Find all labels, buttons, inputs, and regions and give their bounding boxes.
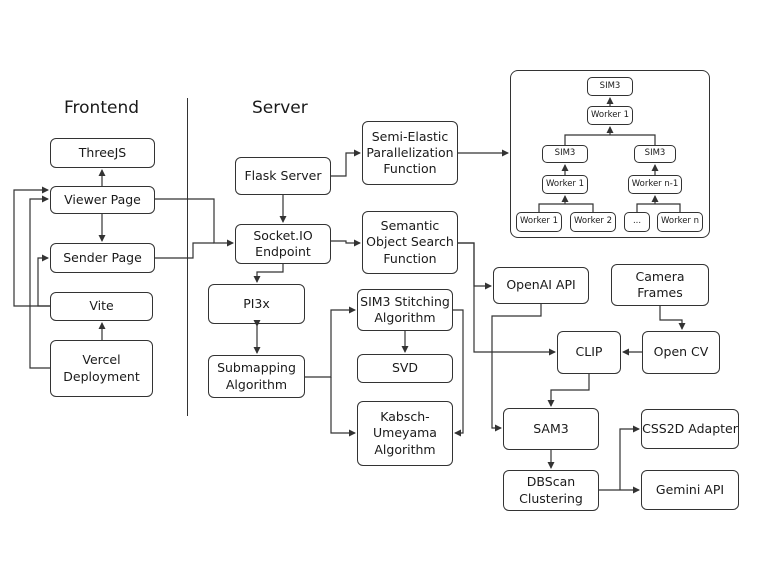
sender-to-socketio bbox=[155, 242, 214, 259]
vite-to-viewer bbox=[13, 186, 50, 307]
tree-worker-left: Worker 1 bbox=[542, 175, 588, 194]
tree-sim3-root: SIM3 bbox=[587, 77, 633, 96]
sim3-stitching-to-kabsch bbox=[453, 309, 464, 437]
worker-tree-panel bbox=[510, 70, 710, 238]
submapping-algorithm-node: Submapping Algorithm bbox=[208, 355, 305, 398]
semi-elastic-parallelization-node: Semi-Elastic Parallelization Function bbox=[362, 121, 458, 185]
tree-leaf-worker-2: Worker 2 bbox=[570, 212, 616, 232]
frontend-title: Frontend bbox=[64, 98, 140, 118]
tree-leaf-worker-1: Worker 1 bbox=[516, 212, 562, 232]
vite-node: Vite bbox=[50, 292, 153, 321]
socketio-to-pi3x bbox=[253, 264, 284, 283]
submapping-to-sim3-stitching bbox=[305, 306, 356, 378]
viewer-to-socketio bbox=[155, 198, 234, 247]
dbscan-clustering-node: DBScan Clustering bbox=[503, 470, 599, 511]
tree-worker-top: Worker 1 bbox=[587, 106, 633, 125]
vite-to-sender bbox=[37, 254, 50, 307]
semantic-to-openai bbox=[458, 242, 492, 290]
socketio-to-semantic bbox=[331, 239, 361, 247]
tree-sim3-left: SIM3 bbox=[542, 145, 588, 163]
tree-leaf-worker-n: Worker n bbox=[657, 212, 703, 232]
camera-to-opencv bbox=[659, 306, 686, 330]
tree-leaf-ellipsis: ... bbox=[624, 212, 650, 232]
semantic-object-search-node: Semantic Object Search Function bbox=[362, 211, 458, 274]
vercel-deployment-node: Vercel Deployment bbox=[50, 340, 153, 397]
flask-to-semi-elastic bbox=[331, 149, 361, 177]
socketio-endpoint-node: Socket.IO Endpoint bbox=[235, 224, 331, 264]
dbscan-to-css2d bbox=[619, 425, 640, 490]
css2d-adapter-node: CSS2D Adapter bbox=[641, 409, 739, 449]
opencv-node: Open CV bbox=[642, 331, 720, 374]
tree-sim3-right: SIM3 bbox=[634, 145, 676, 163]
server-title: Server bbox=[252, 98, 308, 118]
clip-to-sam3 bbox=[547, 374, 590, 407]
sender-page-node: Sender Page bbox=[50, 243, 155, 273]
threejs-node: ThreeJS bbox=[50, 138, 155, 168]
svd-node: SVD bbox=[357, 354, 453, 383]
kabsch-umeyama-node: Kabsch- Umeyama Algorithm bbox=[357, 401, 453, 466]
vercel-to-viewer bbox=[29, 195, 50, 369]
submapping-to-kabsch bbox=[330, 377, 356, 437]
viewer-page-node: Viewer Page bbox=[50, 186, 155, 214]
flask-server-node: Flask Server bbox=[235, 157, 331, 195]
pi3x-node: PI3x bbox=[208, 284, 305, 324]
clip-node: CLIP bbox=[557, 331, 621, 374]
openai-api-node: OpenAI API bbox=[493, 267, 589, 304]
gemini-api-node: Gemini API bbox=[641, 470, 739, 510]
sim3-stitching-node: SIM3 Stitching Algorithm bbox=[357, 289, 453, 331]
tree-worker-right: Worker n-1 bbox=[628, 175, 682, 194]
section-divider bbox=[187, 98, 188, 416]
camera-frames-node: Camera Frames bbox=[611, 264, 709, 306]
sam3-node: SAM3 bbox=[503, 408, 599, 450]
